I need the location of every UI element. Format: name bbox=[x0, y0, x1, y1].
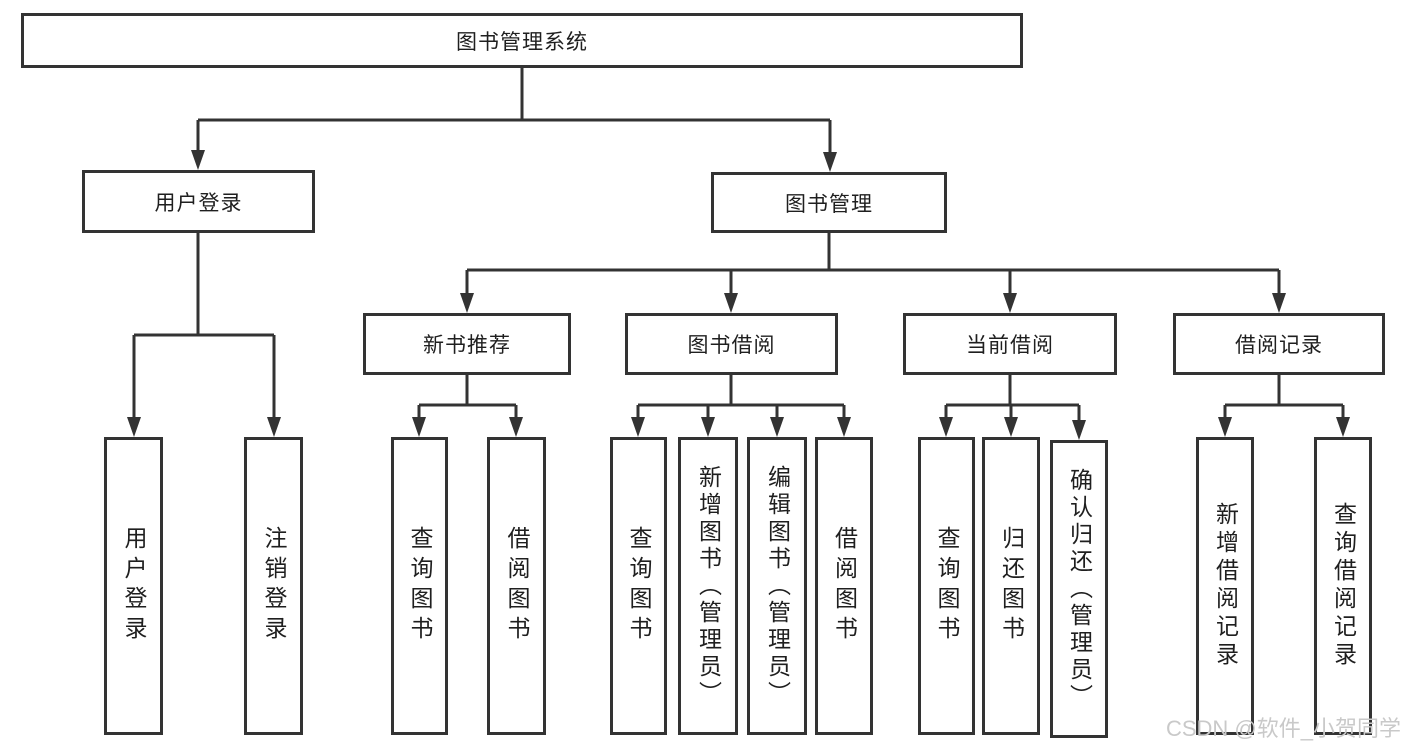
node-root: 图书管理系统 bbox=[21, 13, 1023, 68]
leaf-current-return: 归还图书 bbox=[982, 437, 1040, 735]
leaf-logout: 注销登录 bbox=[244, 437, 303, 735]
leaf-newbook-borrow-label: 借阅图书 bbox=[504, 526, 530, 646]
leaf-current-confirm-return-admin: 确认归还（管理员） bbox=[1050, 440, 1108, 738]
leaf-borrow-edit-admin: 编辑图书（管理员） bbox=[747, 437, 807, 735]
leaf-borrow-query: 查询图书 bbox=[610, 437, 667, 735]
leaf-record-query-label: 查询借阅记录 bbox=[1330, 502, 1357, 670]
leaf-borrow-edit-admin-label: 编辑图书（管理员） bbox=[764, 464, 791, 708]
node-book-borrowing: 图书借阅 bbox=[625, 313, 838, 375]
leaf-record-add: 新增借阅记录 bbox=[1196, 437, 1254, 735]
node-root-label: 图书管理系统 bbox=[456, 30, 588, 54]
leaf-newbook-borrow: 借阅图书 bbox=[487, 437, 546, 735]
watermark: CSDN @软件_小贺同学 bbox=[1165, 716, 1401, 741]
leaf-borrow-add-admin: 新增图书（管理员） bbox=[678, 437, 738, 735]
leaf-record-add-label: 新增借阅记录 bbox=[1212, 502, 1239, 670]
node-current-borrowing-label: 当前借阅 bbox=[966, 334, 1054, 357]
leaf-record-query: 查询借阅记录 bbox=[1314, 437, 1372, 735]
leaf-borrow-borrow: 借阅图书 bbox=[815, 437, 873, 735]
node-borrowing-records-label: 借阅记录 bbox=[1235, 334, 1323, 357]
node-user-login: 用户登录 bbox=[82, 170, 315, 233]
leaf-borrow-add-admin-label: 新增图书（管理员） bbox=[695, 464, 722, 708]
node-borrowing-records: 借阅记录 bbox=[1173, 313, 1385, 375]
leaf-borrow-query-label: 查询图书 bbox=[626, 526, 652, 646]
leaf-user-login: 用户登录 bbox=[104, 437, 163, 735]
leaf-current-query: 查询图书 bbox=[918, 437, 975, 735]
leaf-borrow-borrow-label: 借阅图书 bbox=[831, 526, 858, 646]
node-user-login-label: 用户登录 bbox=[154, 191, 243, 215]
node-book-management-label: 图书管理 bbox=[785, 192, 873, 216]
leaf-current-confirm-return-admin-label: 确认归还（管理员） bbox=[1066, 467, 1093, 711]
node-new-book-recommendation-label: 新书推荐 bbox=[423, 334, 511, 357]
leaf-newbook-query: 查询图书 bbox=[391, 437, 448, 735]
leaf-current-return-label: 归还图书 bbox=[998, 526, 1025, 646]
node-book-borrowing-label: 图书借阅 bbox=[687, 334, 776, 357]
node-current-borrowing: 当前借阅 bbox=[903, 313, 1117, 375]
node-book-management: 图书管理 bbox=[711, 172, 947, 233]
leaf-newbook-query-label: 查询图书 bbox=[407, 526, 433, 646]
node-new-book-recommendation: 新书推荐 bbox=[363, 313, 571, 375]
leaf-current-query-label: 查询图书 bbox=[934, 526, 960, 646]
leaf-user-login-label: 用户登录 bbox=[121, 526, 147, 646]
leaf-logout-label: 注销登录 bbox=[261, 526, 287, 646]
